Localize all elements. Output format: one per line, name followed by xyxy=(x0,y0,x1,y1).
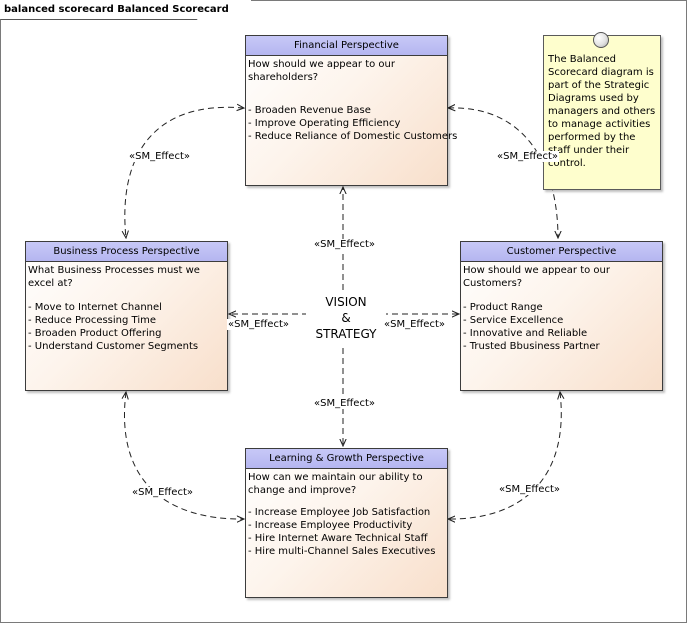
business-process-perspective-items: - Move to Internet Channel - Reduce Proc… xyxy=(26,301,227,353)
edge-label-bus-learn: «SM_Effect» xyxy=(131,487,194,498)
financial-perspective-title: Financial Perspective xyxy=(246,36,447,56)
customer-perspective-items: - Product Range - Service Excellence - I… xyxy=(461,301,662,353)
list-item: - Increase Employee Job Satisfaction xyxy=(248,507,431,518)
list-item: - Hire Internet Aware Technical Staff xyxy=(248,533,428,544)
edge-label-center-right: «SM_Effect» xyxy=(383,319,446,330)
edge-label-fin-bus: «SM_Effect» xyxy=(128,151,191,162)
edge-fin-cust xyxy=(448,108,558,238)
note-box[interactable]: The Balanced Scorecard diagram is part o… xyxy=(543,35,661,190)
pin-icon xyxy=(593,32,609,48)
list-item: - Product Range xyxy=(463,302,543,313)
list-item: - Reduce Reliance of Domestic Customers xyxy=(248,131,458,142)
note-text: The Balanced Scorecard diagram is part o… xyxy=(548,54,656,169)
list-item: - Improve Operating Efficiency xyxy=(248,118,401,129)
business-process-perspective-question: What Business Processes must we excel at… xyxy=(28,265,200,289)
business-process-perspective-title: Business Process Perspective xyxy=(26,242,227,262)
list-item: - Broaden Revenue Base xyxy=(248,105,371,116)
list-item: - Increase Employee Productivity xyxy=(248,520,413,531)
customer-perspective-question: How should we appear to our Customers? xyxy=(463,265,610,289)
financial-perspective-items: - Broaden Revenue Base - Improve Operati… xyxy=(246,104,458,143)
learning-growth-perspective-items: - Increase Employee Job Satisfaction - I… xyxy=(246,506,447,558)
center-line-strategy: STRATEGY xyxy=(315,327,377,341)
edge-label-center-down: «SM_Effect» xyxy=(313,398,376,409)
customer-perspective-node[interactable]: Customer Perspective How should we appea… xyxy=(460,241,663,391)
business-process-perspective-node[interactable]: Business Process Perspective What Busine… xyxy=(25,241,228,391)
edge-label-cust-learn: «SM_Effect» xyxy=(498,484,561,495)
edge-label-center-left: «SM_Effect» xyxy=(227,319,290,330)
list-item: - Hire multi-Channel Sales Executives xyxy=(248,546,436,557)
center-line-ampersand: & xyxy=(341,311,351,325)
list-item: - Reduce Processing Time xyxy=(28,315,157,326)
list-item: - Understand Customer Segments xyxy=(28,341,199,352)
financial-perspective-question: How should we appear to our shareholders… xyxy=(248,59,395,83)
list-item: - Innovative and Reliable xyxy=(463,328,588,339)
customer-perspective-title: Customer Perspective xyxy=(461,242,662,262)
list-item: - Trusted Bbusiness Partner xyxy=(463,341,600,352)
edge-label-center-up: «SM_Effect» xyxy=(313,239,376,250)
edge-label-fin-cust: «SM_Effect» xyxy=(496,151,559,162)
edge-cust-learn xyxy=(448,392,561,519)
list-item: - Broaden Product Offering xyxy=(28,328,162,339)
edge-fin-bus xyxy=(125,107,244,238)
learning-growth-perspective-node[interactable]: Learning & Growth Perspective How can we… xyxy=(245,448,448,598)
center-line-vision: VISION xyxy=(325,295,367,309)
learning-growth-perspective-title: Learning & Growth Perspective xyxy=(246,449,447,469)
edge-bus-learn xyxy=(124,392,244,519)
list-item: - Move to Internet Channel xyxy=(28,302,162,313)
financial-perspective-node[interactable]: Financial Perspective How should we appe… xyxy=(245,35,458,186)
learning-growth-perspective-question: How can we maintain our ability to chang… xyxy=(248,472,423,496)
list-item: - Service Excellence xyxy=(463,315,564,326)
vision-strategy-label: VISION & STRATEGY xyxy=(306,294,386,342)
frame-title: balanced scorecard Balanced Scorecard xyxy=(0,0,251,19)
